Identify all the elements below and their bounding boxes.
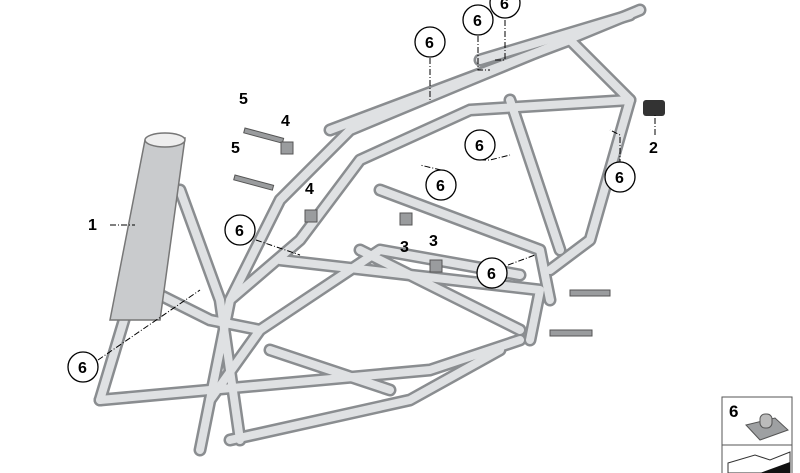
callout-6: 6 [78, 360, 87, 377]
steering-head [109, 137, 186, 321]
callout-6: 6 [500, 0, 509, 13]
callout-4: 4 [305, 181, 314, 198]
callout-5: 5 [231, 140, 240, 157]
callout-3: 3 [429, 233, 438, 250]
motorcycle-frame [93, 3, 665, 457]
callout-6: 6 [235, 223, 244, 240]
callout-2: 2 [649, 140, 658, 157]
callout-6: 6 [436, 178, 445, 195]
callout-1: 1 [88, 217, 97, 234]
callouts: 1 2 3 3 4 4 5 5 6 6 6 6 6 6 6 6 6 [67, 0, 658, 383]
callout-4: 4 [281, 113, 290, 130]
callout-6: 6 [615, 170, 624, 187]
legend-box: 6 [721, 396, 793, 473]
callout-6: 6 [475, 138, 484, 155]
callout-6: 6 [473, 13, 482, 30]
plug-part [643, 100, 665, 116]
callout-6: 6 [487, 266, 496, 283]
callout-6: 6 [425, 35, 434, 52]
clip-nut-icon [745, 413, 789, 441]
callout-5: 5 [239, 91, 248, 108]
callout-3: 3 [400, 239, 409, 256]
legend-number: 6 [729, 402, 738, 421]
